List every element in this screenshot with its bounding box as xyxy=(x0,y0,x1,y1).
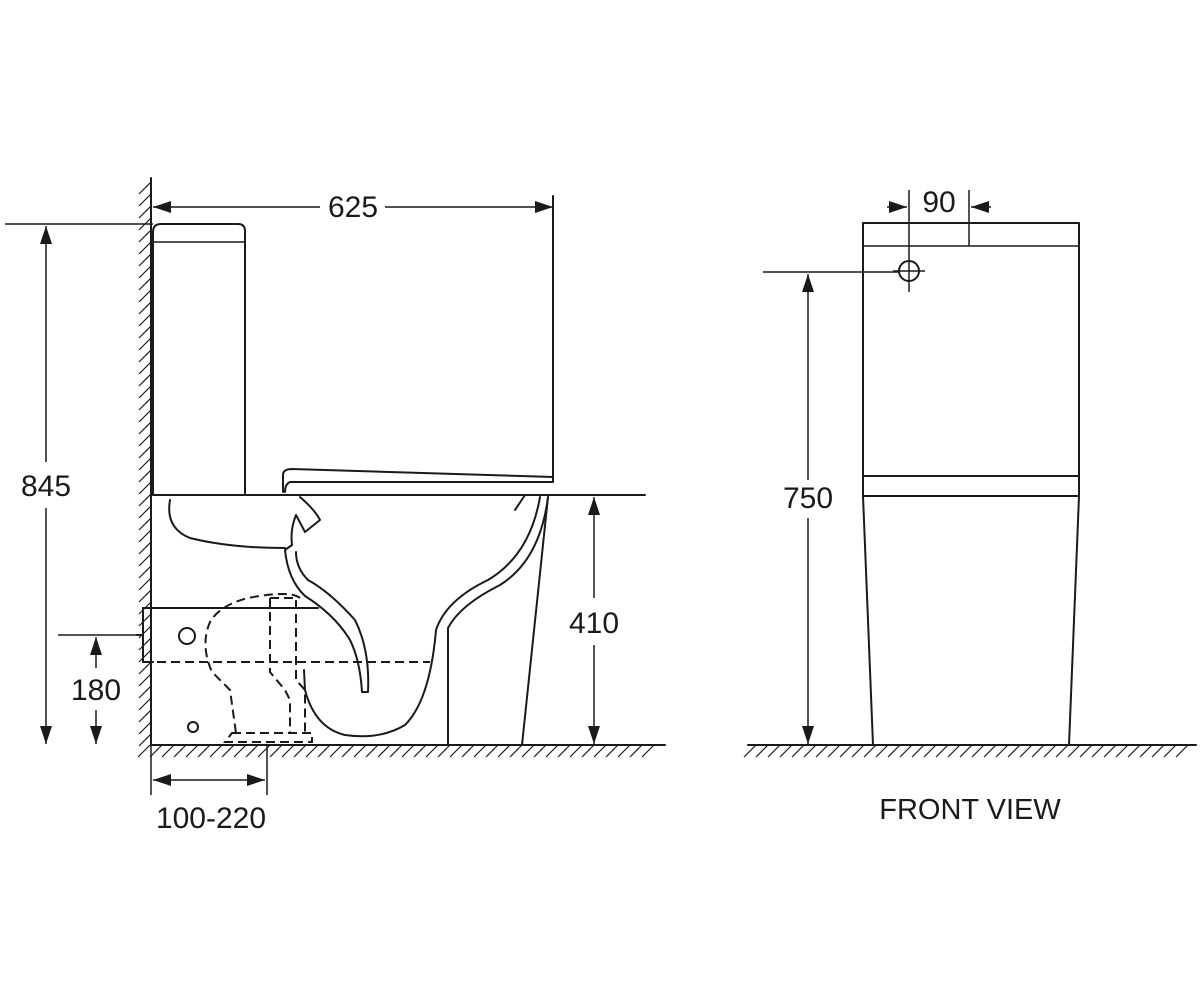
wall-hatch xyxy=(138,181,152,747)
floor-hatch-front xyxy=(743,744,1189,758)
floor-side xyxy=(137,744,666,758)
dim-845: 845 xyxy=(5,223,153,744)
wall xyxy=(138,177,152,747)
bowl-outer xyxy=(521,496,549,746)
trapway-upper xyxy=(168,499,286,549)
rim-flush-mark xyxy=(514,494,526,511)
dim-750: 750 xyxy=(763,271,899,744)
front-view-title: FRONT VIEW xyxy=(879,794,1061,826)
dim-625: 625 xyxy=(153,191,553,224)
side-view: 625 845 410 180 xyxy=(5,177,666,835)
trapway xyxy=(284,496,370,693)
dim-180-label: 180 xyxy=(71,674,121,707)
dim-100-220-label: 100-220 xyxy=(156,802,266,835)
outlet-circle xyxy=(178,627,196,645)
dim-90-label: 90 xyxy=(922,186,955,219)
dim-625-label: 625 xyxy=(328,191,378,224)
front-bowl xyxy=(862,495,1080,746)
bowl-inner-curve xyxy=(303,496,541,738)
dim-90: 90 xyxy=(887,186,991,223)
flush-button-mark xyxy=(893,190,925,292)
dim-410: 410 xyxy=(569,497,619,744)
dim-100-220: 100-220 xyxy=(150,745,268,835)
dim-410-label: 410 xyxy=(569,607,619,640)
outlet-connector-dashed xyxy=(143,593,430,743)
cistern-outline xyxy=(152,223,246,496)
seat-lid xyxy=(282,468,554,493)
front-seat-band xyxy=(862,475,1080,497)
dim-845-label: 845 xyxy=(21,470,71,503)
inlet-pipe xyxy=(136,607,319,663)
dim-180: 180 xyxy=(58,634,137,744)
bolt-hole xyxy=(187,721,199,733)
floor-hatch-side xyxy=(137,744,655,758)
dim-750-label: 750 xyxy=(783,482,833,515)
bowl-front-curve xyxy=(447,496,549,746)
front-view: 90 750 FRONT VIEW xyxy=(743,186,1197,826)
floor-front xyxy=(743,744,1197,758)
front-cistern xyxy=(862,222,1080,497)
